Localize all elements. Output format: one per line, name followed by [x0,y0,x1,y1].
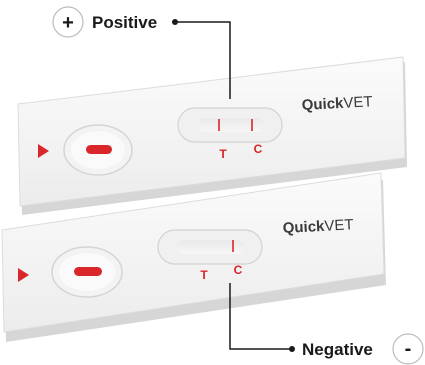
brand-logo: QuickVET [301,93,373,114]
callout-leader [175,21,231,99]
brand-bold: Quick [282,218,325,237]
t-label: T [219,147,227,161]
c-label: C [254,142,263,156]
brand-logo: QuickVET [282,216,354,237]
negative-label: Negative [302,340,373,359]
minus-icon [392,333,424,365]
negative-cassette: T C QuickVET [1,172,386,342]
c-label: C [234,263,243,277]
test-strip [176,240,244,254]
arrow-icon [38,144,49,158]
sample-pad [74,267,102,276]
brand-bold: Quick [301,95,344,114]
arrow-icon [18,268,29,282]
positive-label: Positive [92,13,157,32]
minus-symbol: - [405,338,412,360]
plus-icon [52,6,84,38]
brand-light: VET [324,216,354,235]
positive-cassette: T C QuickVET [17,56,407,215]
sample-pad [86,145,112,154]
test-strip [198,118,264,132]
negative-callout: Negative - [229,283,424,365]
positive-callout: + Positive [52,6,231,99]
callout-dot [289,346,295,352]
plus-symbol: + [62,12,74,34]
t-label: T [200,268,208,282]
callout-leader [229,283,292,350]
brand-light: VET [343,93,373,112]
